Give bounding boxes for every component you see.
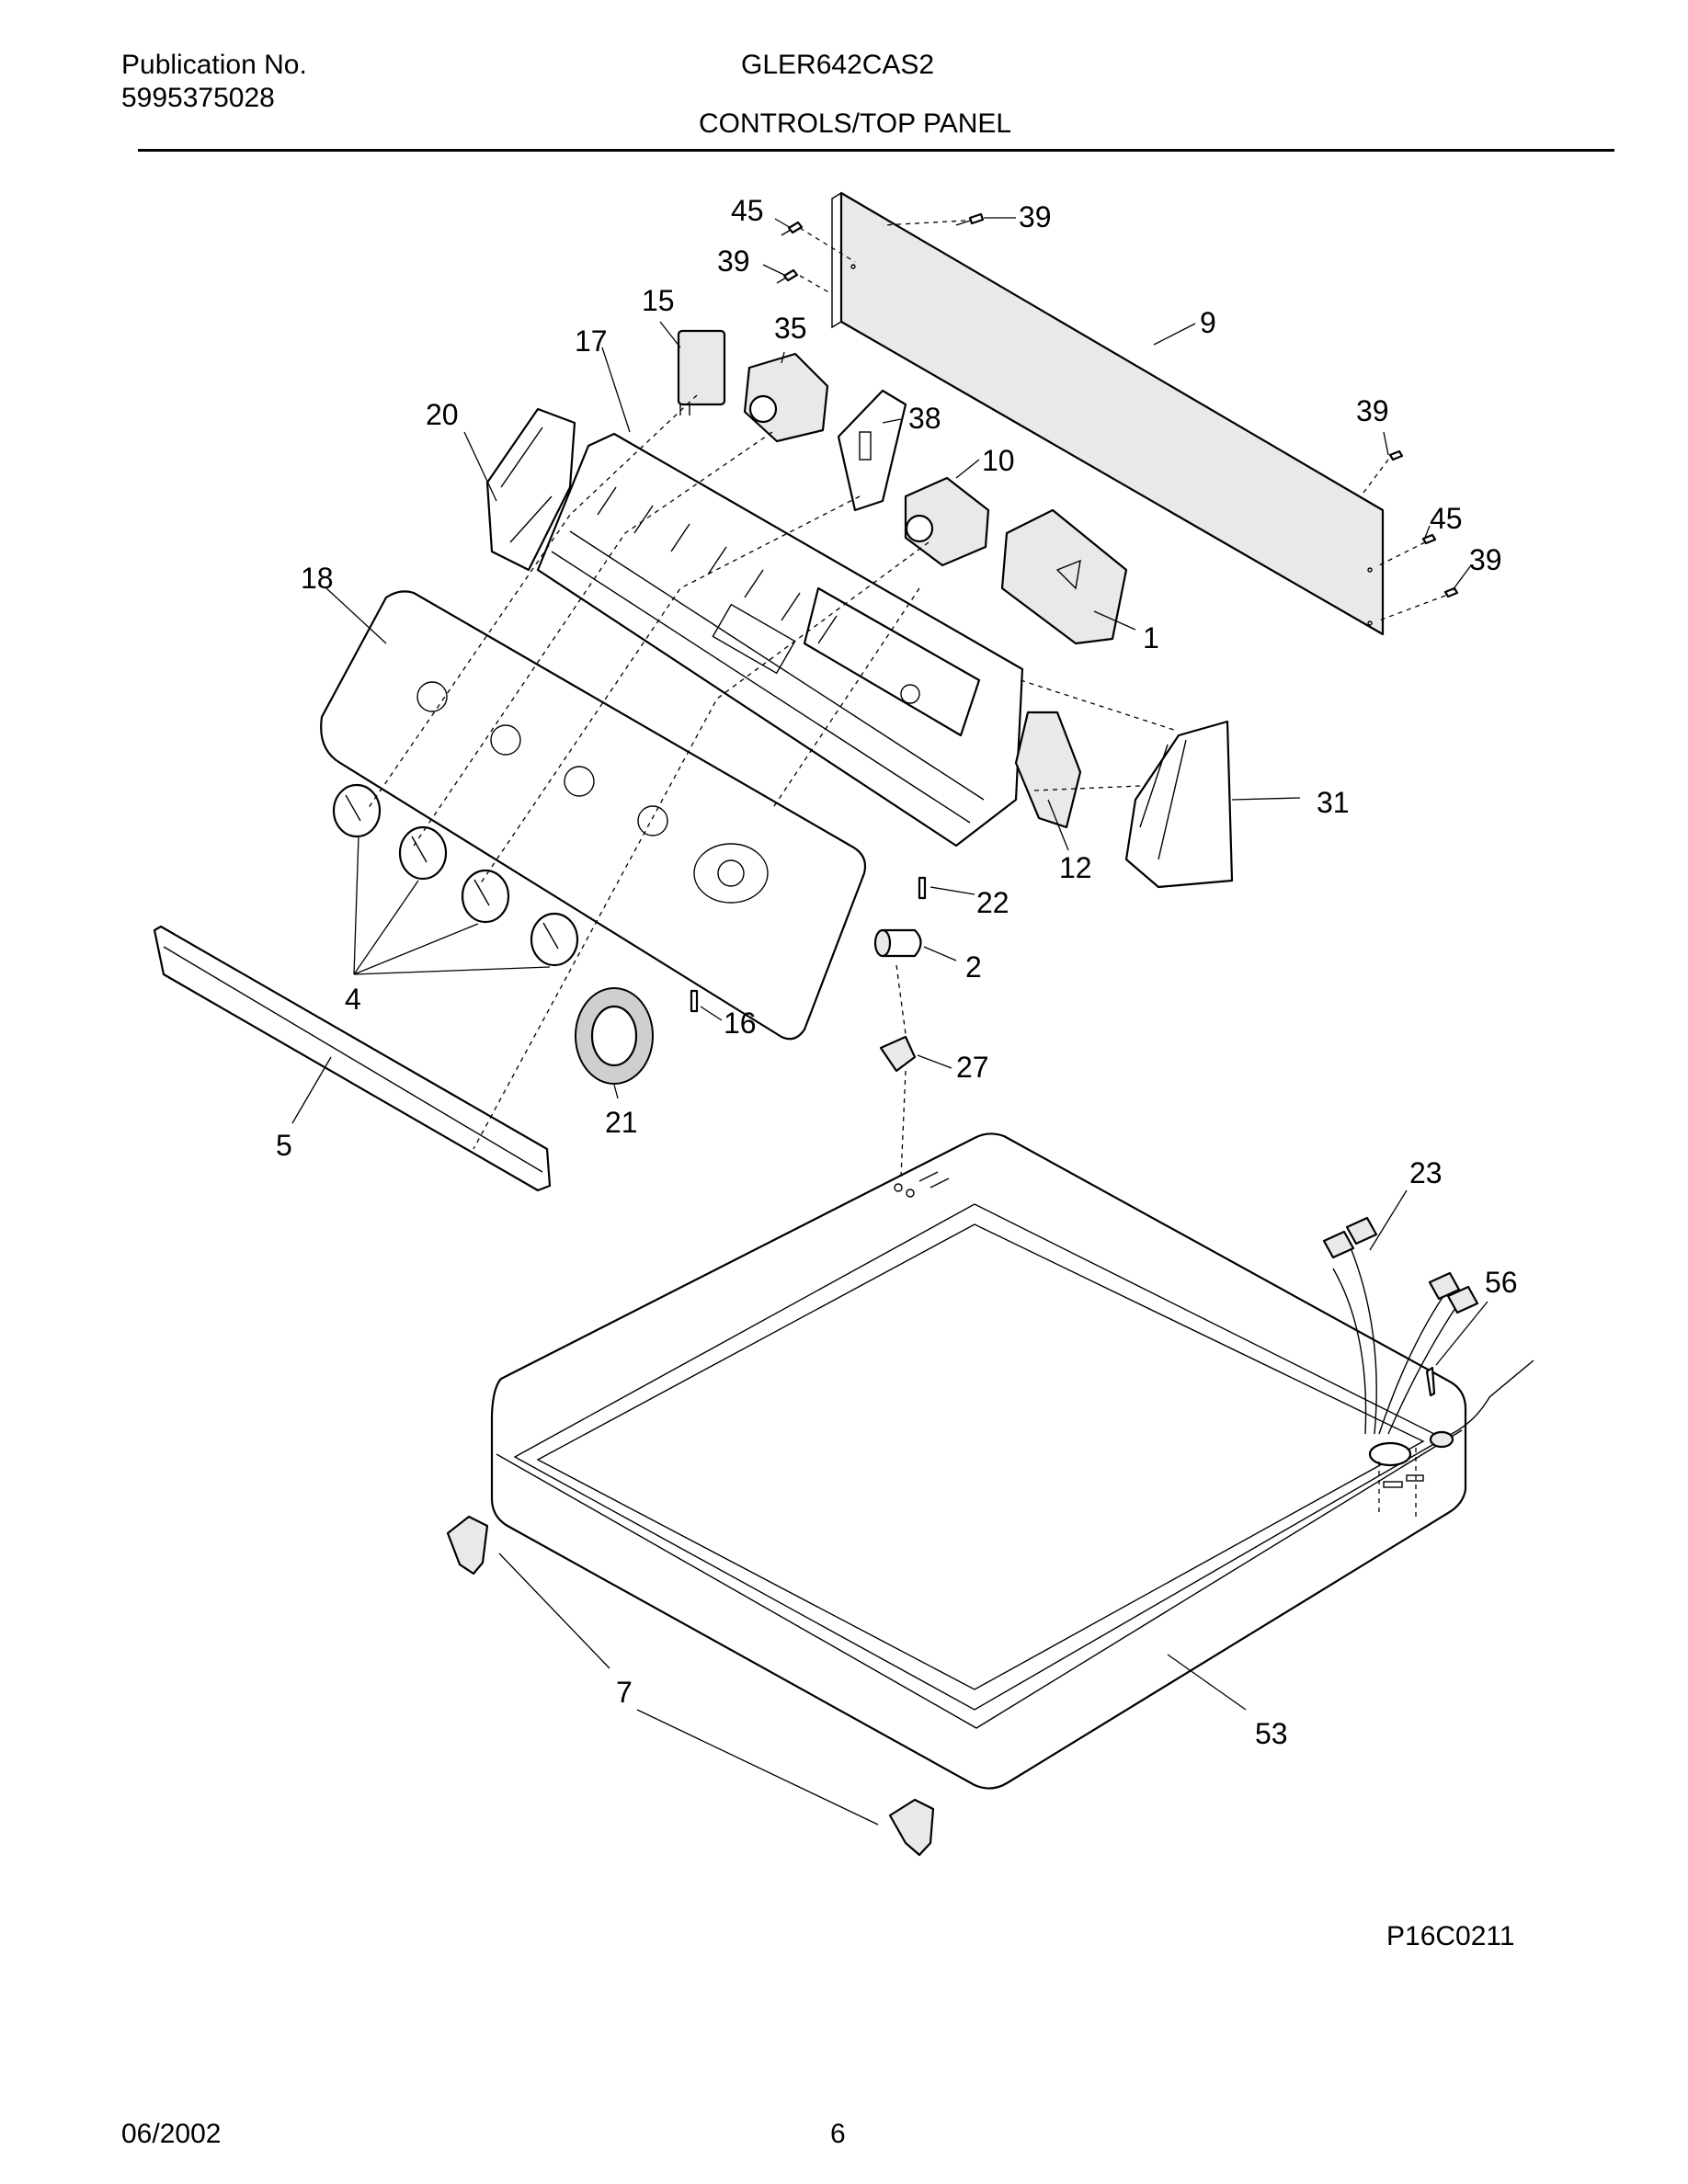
callout-15: 15 (642, 284, 675, 317)
publication-label: Publication No. (121, 50, 307, 80)
callout-17: 17 (575, 324, 608, 358)
knob-4-b (398, 825, 448, 881)
callout-31: 31 (1317, 786, 1350, 819)
screw-39-top (955, 212, 985, 226)
callout-56: 56 (1485, 1266, 1518, 1299)
callout-9: 9 (1200, 306, 1216, 339)
circuit-board-12 (1014, 711, 1082, 829)
callout-5: 5 (276, 1129, 292, 1162)
control-module-1 (1000, 508, 1128, 645)
screw-39-right (1388, 449, 1404, 461)
callout-39: 39 (1019, 200, 1052, 233)
trim-strip-5 (153, 925, 552, 1192)
screw-22 (918, 876, 927, 900)
callout-4: 4 (345, 983, 361, 1016)
wire-harness-23 (1322, 1216, 1534, 1449)
callout-1: 1 (1143, 621, 1159, 654)
timer-35 (743, 352, 829, 443)
top-panel-53 (490, 1132, 1467, 1790)
callout-10: 10 (982, 444, 1015, 477)
footer-date: 06/2002 (121, 2119, 222, 2149)
screw-45-top (781, 221, 804, 236)
header-divider (138, 149, 1614, 152)
callout-23: 23 (1409, 1156, 1443, 1189)
callout-21: 21 (605, 1106, 638, 1139)
callout-2: 2 (965, 950, 982, 984)
callout-16: 16 (724, 1007, 757, 1040)
knob-4-d (530, 912, 579, 967)
callout-53: 53 (1255, 1717, 1288, 1750)
end-panel-20 (485, 407, 576, 572)
timer-10 (904, 476, 990, 567)
screw-39-left (776, 268, 799, 284)
page-number: 6 (830, 2119, 846, 2149)
callout-45: 45 (1430, 502, 1463, 535)
end-cap-7-left (446, 1515, 489, 1575)
publication-number: 5995375028 (121, 83, 275, 113)
callout-35: 35 (774, 312, 807, 345)
switch-15 (677, 329, 726, 415)
knob-4-a (332, 783, 382, 838)
model-number: GLER642CAS2 (741, 50, 935, 80)
part-27 (879, 1035, 917, 1073)
control-console-17 (536, 432, 1024, 847)
callout-39: 39 (1356, 394, 1389, 427)
callout-7: 7 (616, 1676, 633, 1709)
callout-38: 38 (908, 402, 941, 435)
screw-16 (690, 989, 699, 1013)
callout-20: 20 (426, 398, 459, 431)
bracket-38 (837, 389, 907, 512)
figure-code: P16C0211 (1386, 1921, 1515, 1951)
knob-21 (575, 987, 654, 1085)
screw-45-right (1421, 533, 1437, 545)
clip-56 (1425, 1366, 1436, 1397)
control-panel-18 (320, 590, 867, 1041)
callout-22: 22 (976, 886, 1009, 919)
callout-27: 27 (956, 1051, 989, 1084)
callout-39: 39 (717, 245, 750, 278)
end-panel-31 (1124, 720, 1234, 889)
backsplash-panel-9 (831, 191, 1385, 636)
screw-39-lower-right (1443, 586, 1459, 598)
callout-12: 12 (1059, 851, 1092, 884)
callout-39: 39 (1469, 543, 1502, 576)
cylinder-2 (873, 928, 922, 958)
callout-18: 18 (301, 562, 334, 595)
callout-45: 45 (731, 194, 764, 227)
knob-4-c (461, 869, 510, 924)
end-cap-7-right (888, 1798, 935, 1857)
section-title: CONTROLS/TOP PANEL (699, 108, 1012, 139)
